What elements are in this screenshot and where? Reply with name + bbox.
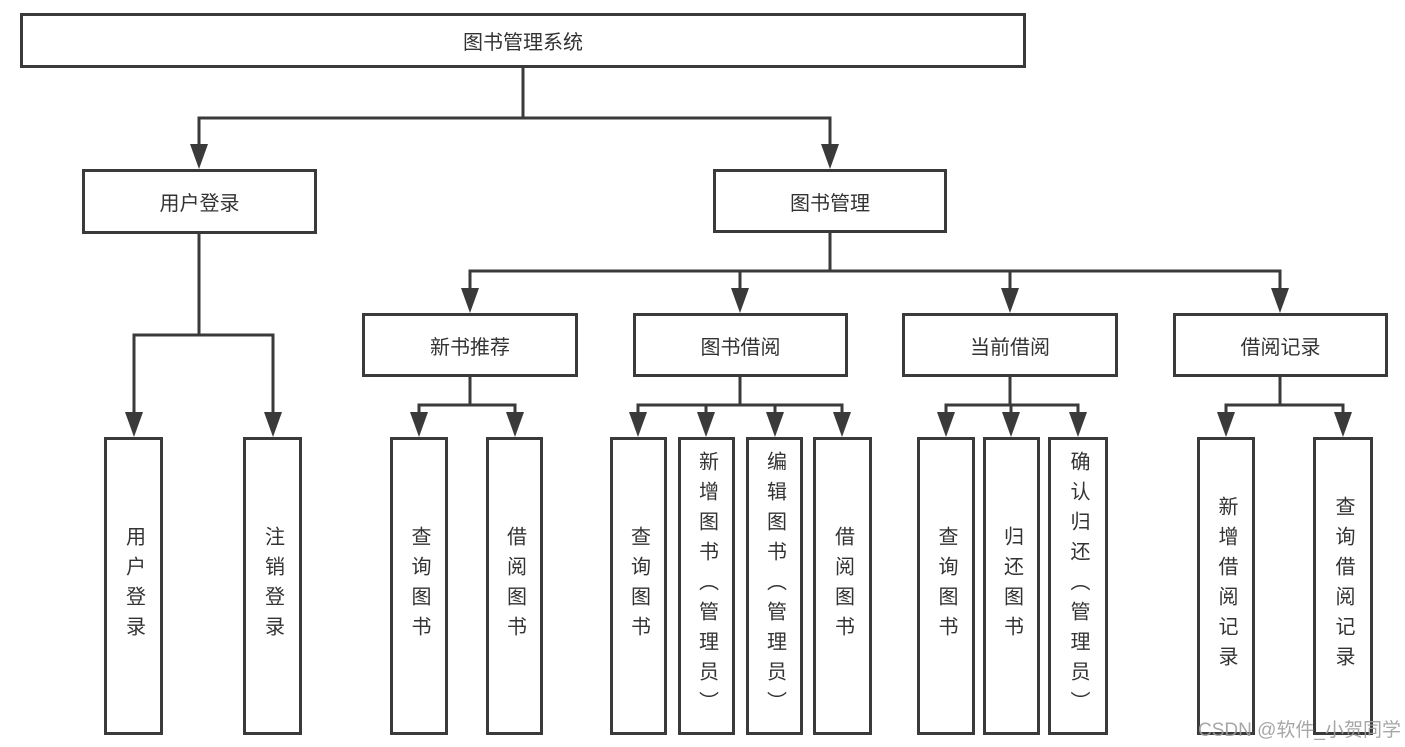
- node-label: 新书推荐: [430, 336, 510, 359]
- leaf-newbook-query-books: 查询图书: [390, 437, 448, 735]
- node-label: 查询图书: [935, 526, 957, 646]
- node-label: 新增图书（管理员）: [695, 451, 718, 721]
- node-label: 注销登录: [261, 526, 284, 646]
- leaf-current-query-books: 查询图书: [917, 437, 975, 735]
- node-user-login: 用户登录: [82, 169, 317, 234]
- node-label: 编辑图书（管理员）: [763, 451, 786, 721]
- node-label: 当前借阅: [970, 336, 1050, 359]
- leaf-user-login: 用户登录: [104, 437, 163, 735]
- node-label: 归还图书: [1000, 526, 1023, 646]
- leaf-borrowing-borrow-books: 借阅图书: [813, 437, 872, 735]
- node-label: 图书借阅: [700, 336, 781, 359]
- node-label: 图书管理系统: [463, 32, 583, 54]
- node-label: 图书管理: [790, 192, 870, 215]
- leaf-borrowing-query-books: 查询图书: [610, 437, 667, 735]
- leaf-records-query-borrow-record: 查询借阅记录: [1313, 437, 1373, 735]
- node-label: 新增借阅记录: [1215, 496, 1237, 676]
- csdn-watermark: CSDN @软件_小贺同学: [1198, 720, 1401, 741]
- leaf-current-return-books: 归还图书: [983, 437, 1040, 735]
- node-book-borrowing: 图书借阅: [633, 313, 848, 377]
- leaf-borrowing-edit-books-admin: 编辑图书（管理员）: [746, 437, 803, 735]
- node-borrowing-records: 借阅记录: [1173, 313, 1388, 377]
- leaf-current-confirm-return-admin: 确认归还（管理员）: [1048, 437, 1108, 735]
- leaf-records-add-borrow-record: 新增借阅记录: [1197, 437, 1255, 735]
- node-label: 借阅图书: [831, 526, 854, 646]
- node-label: 用户登录: [159, 193, 240, 215]
- node-library-management-system: 图书管理系统: [20, 13, 1026, 68]
- leaf-newbook-borrow-books: 借阅图书: [486, 437, 543, 735]
- node-label: 查询借阅记录: [1332, 496, 1354, 676]
- leaf-borrowing-add-books-admin: 新增图书（管理员）: [678, 437, 735, 735]
- node-label: 查询图书: [408, 526, 430, 646]
- node-new-book-recommendation: 新书推荐: [362, 313, 578, 377]
- node-label: 查询图书: [627, 526, 650, 646]
- node-label: 确认归还（管理员）: [1067, 451, 1089, 721]
- leaf-logout-login: 注销登录: [243, 437, 302, 735]
- node-label: 借阅图书: [503, 526, 526, 646]
- node-current-borrowing: 当前借阅: [902, 313, 1118, 377]
- node-book-management: 图书管理: [713, 169, 947, 233]
- node-label: 借阅记录: [1240, 336, 1321, 359]
- arrowheads: [125, 144, 1352, 437]
- node-label: 用户登录: [122, 526, 145, 646]
